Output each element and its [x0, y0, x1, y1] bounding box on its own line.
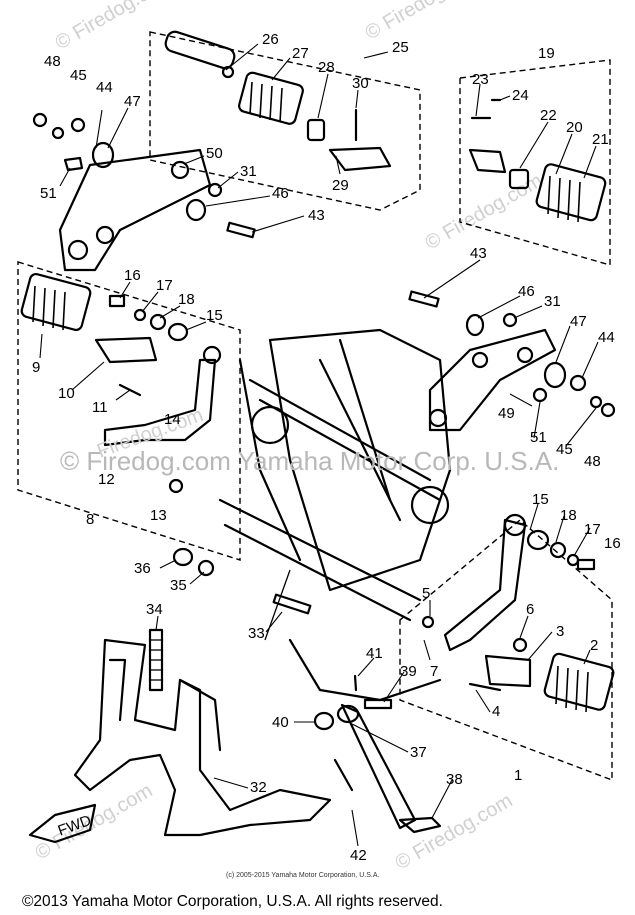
footpeg-assembly-8 [20, 272, 222, 494]
callout: 16 [124, 267, 141, 284]
group-box-25 [149, 31, 421, 211]
callout: 48 [584, 453, 601, 470]
callout: 8 [86, 511, 94, 528]
footpeg-assembly-1 [421, 513, 615, 713]
leader-lines [39, 43, 599, 847]
callout: 9 [32, 359, 40, 376]
callout: 47 [124, 93, 141, 110]
callout: 35 [170, 577, 187, 594]
callout: 15 [532, 491, 549, 508]
group-box-19 [459, 59, 611, 266]
callout: 20 [566, 119, 583, 136]
watermark-tile: © Firedog.com [362, 0, 487, 44]
callout: 18 [178, 291, 195, 308]
callout: 43 [470, 245, 487, 262]
callout: 22 [540, 107, 557, 124]
callout: 26 [262, 31, 279, 48]
callout: 4 [492, 703, 500, 720]
callout: 21 [592, 131, 609, 148]
callout: 31 [544, 293, 561, 310]
callout: 17 [584, 521, 601, 538]
callout: 3 [556, 623, 564, 640]
callout: 29 [332, 177, 349, 194]
callout: 16 [604, 535, 621, 552]
callout: 27 [292, 45, 309, 62]
callout: 41 [366, 645, 383, 662]
callout: 14 [164, 411, 181, 428]
callout: 30 [352, 75, 369, 92]
callout: 44 [96, 79, 113, 96]
bracket-right [408, 290, 616, 432]
callout: 17 [156, 277, 173, 294]
callout: 51 [40, 185, 57, 202]
watermark-tile: © Firedog.com [32, 780, 157, 865]
group-box-8 [17, 261, 241, 561]
bracket-left [32, 112, 256, 272]
group-box-1 [399, 519, 613, 782]
callout: 40 [272, 714, 289, 731]
callout: 42 [350, 847, 367, 864]
callout: 51 [530, 429, 547, 446]
callout: 18 [560, 507, 577, 524]
callout: 23 [472, 71, 489, 88]
callout: 39 [400, 663, 417, 680]
fine-print: (c) 2005-2015 Yamaha Motor Corporation, … [226, 872, 379, 879]
watermark-main: © Firedog.com Yamaha Motor Corp. U.S.A. [60, 446, 559, 476]
callout: 34 [146, 601, 163, 618]
callout: 48 [44, 53, 61, 70]
callout: 19 [538, 45, 555, 62]
callout: 25 [392, 39, 409, 56]
callout: 6 [526, 601, 534, 618]
callouts: 26 27 28 25 30 29 48 45 44 47 50 31 46 4… [32, 31, 621, 864]
callout: 12 [98, 471, 115, 488]
callout: 37 [410, 744, 427, 761]
footpeg-assembly-25 [164, 30, 392, 172]
callout: 11 [92, 399, 108, 416]
callout: 1 [514, 767, 522, 784]
callout: 43 [308, 207, 325, 224]
callout: 24 [512, 87, 529, 104]
callout: 15 [206, 307, 223, 324]
callout: 38 [446, 771, 463, 788]
callout: 45 [70, 67, 87, 84]
callout: 46 [518, 283, 535, 300]
side-stand [336, 703, 442, 834]
callout: 32 [250, 779, 267, 796]
callout: 36 [134, 560, 151, 577]
callout: 49 [498, 405, 515, 422]
callout: 28 [318, 59, 335, 76]
callout: 5 [422, 585, 430, 602]
callout: 2 [590, 637, 598, 654]
callout: 7 [430, 663, 438, 680]
watermark-tile: © Firedog.com [52, 0, 177, 54]
callout: 31 [240, 163, 257, 180]
callout: 46 [272, 185, 289, 202]
callout: 10 [58, 385, 75, 402]
callout: 45 [556, 441, 573, 458]
frame [218, 328, 452, 702]
group-boxes [17, 31, 613, 782]
copyright-footer: ©2013 Yamaha Motor Corporation, U.S.A. A… [22, 893, 443, 910]
callout: 33 [248, 625, 265, 642]
callout: 44 [598, 329, 615, 346]
footpeg-assembly-19 [468, 98, 607, 223]
callout: 13 [150, 507, 167, 524]
callout: 47 [570, 313, 587, 330]
watermark-tile: © Firedog.com [392, 790, 517, 875]
callout: 50 [206, 145, 223, 162]
centre-stand [73, 638, 332, 837]
hardware [148, 547, 393, 792]
